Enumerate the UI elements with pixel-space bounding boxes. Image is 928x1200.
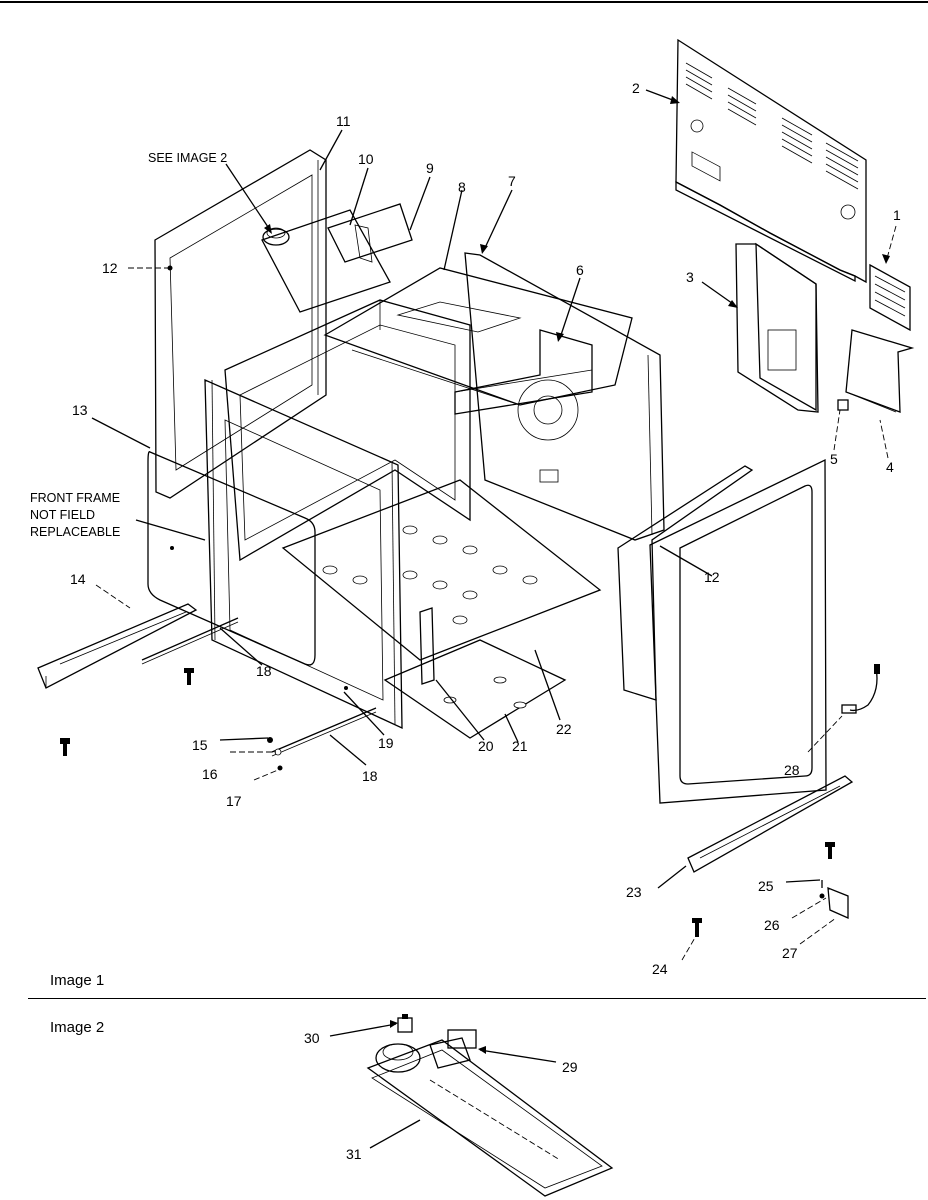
part-switch-block (447, 1029, 477, 1049)
caption-image-2: Image 2 (50, 1019, 105, 1036)
section-divider (28, 998, 926, 999)
note-see-image-2: SEE IMAGE 2 (148, 151, 227, 165)
callout-23: 23 (626, 884, 642, 900)
caption-image-1: Image 1 (50, 972, 105, 989)
callout-17: 17 (226, 793, 242, 809)
callout-14: 14 (70, 571, 86, 587)
callout-20: 20 (478, 738, 494, 754)
screw-right-rail (825, 842, 835, 859)
callout-3: 3 (686, 269, 694, 285)
control-knob-assembly (262, 228, 290, 246)
callout-12-left: 12 (102, 260, 118, 276)
part-rod-upper (141, 617, 239, 665)
callout-12-right: 12 (704, 569, 720, 585)
fasteners (60, 265, 835, 937)
part-clip (837, 399, 849, 411)
callout-28: 28 (784, 762, 800, 778)
callout-2: 2 (632, 80, 640, 96)
part-top-panel (323, 267, 633, 406)
callout-8: 8 (458, 179, 466, 195)
callout-24: 24 (652, 961, 668, 977)
callout-9: 9 (426, 160, 434, 176)
part-left-side-panel (154, 149, 327, 499)
part-right-trim-panel (617, 465, 754, 701)
callout-22: 22 (556, 721, 572, 737)
callout-15: 15 (192, 737, 208, 753)
part-oven-cavity (224, 299, 471, 562)
part-rod-lower (271, 707, 377, 757)
part-bracket (837, 329, 915, 413)
part-front-frame (204, 378, 403, 730)
callout-27: 27 (782, 945, 798, 961)
callout-18-lower: 18 (362, 768, 378, 784)
callout-4: 4 (886, 459, 894, 475)
screw-left-rail (184, 668, 194, 685)
callout-31: 31 (346, 1146, 362, 1162)
part-back-panel (675, 38, 867, 284)
callout-29: 29 (562, 1059, 578, 1075)
part-right-rail (687, 775, 854, 873)
part-hinge-bracket (419, 607, 435, 685)
part-vent-grille (869, 263, 911, 332)
callout-1: 1 (893, 207, 901, 223)
part-lower-panel (383, 639, 567, 739)
part-oven-bottom (281, 479, 602, 661)
part-right-outer-panel (649, 458, 827, 804)
callout-19: 19 (378, 735, 394, 751)
part-control-bracket (261, 203, 413, 313)
note-front-frame-line-3: REPLACEABLE (30, 525, 120, 539)
callout-16: 16 (202, 766, 218, 782)
callout-21: 21 (512, 738, 528, 754)
screw-left-front (60, 738, 70, 756)
note-front-frame-line-2: NOT FIELD (30, 508, 95, 522)
top-rule (0, 1, 928, 3)
callout-18-upper: 18 (256, 663, 272, 679)
part-oven-gasket (147, 451, 316, 666)
part-back-channel (735, 242, 819, 413)
callout-labels: 1 2 3 4 5 6 7 8 9 10 11 SEE IMAGE 2 12 1… (30, 80, 901, 1162)
part-right-side-panel (464, 252, 665, 541)
part-indicator-light (397, 1017, 413, 1033)
screw-24 (692, 918, 702, 937)
callout-30: 30 (304, 1030, 320, 1046)
leader-lines (91, 89, 897, 1149)
callout-7: 7 (508, 173, 516, 189)
callout-11: 11 (336, 113, 351, 129)
callout-5: 5 (830, 451, 838, 467)
part-control-assembly (366, 1014, 614, 1197)
part-left-rail (37, 603, 198, 689)
callout-25: 25 (758, 878, 774, 894)
part-power-cord (841, 664, 880, 714)
callout-6: 6 (576, 262, 584, 278)
callout-10: 10 (358, 151, 374, 167)
callout-13: 13 (72, 402, 88, 418)
part-leveling-foot (819, 880, 849, 920)
callout-26: 26 (764, 917, 780, 933)
note-front-frame-line-1: FRONT FRAME (30, 491, 120, 505)
